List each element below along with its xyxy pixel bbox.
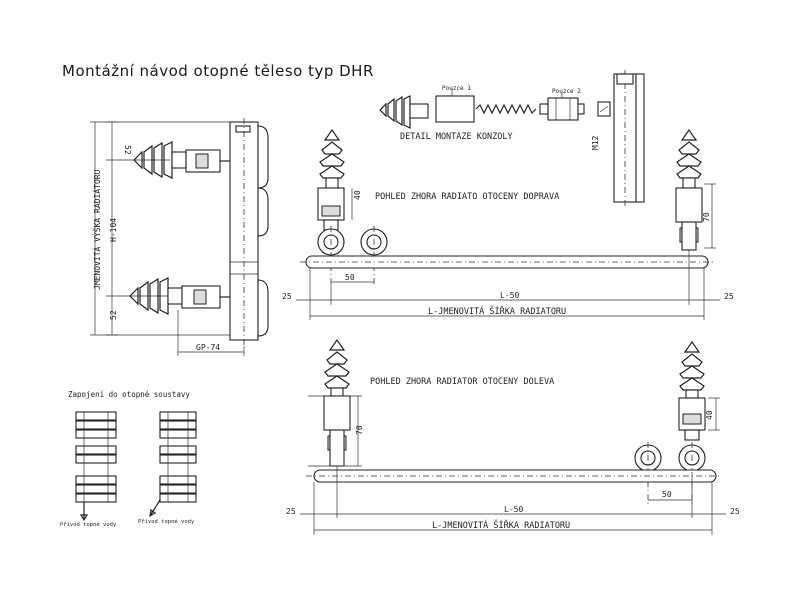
side-height-dim: H-104: [109, 218, 118, 242]
top-right-left-bracket: [317, 128, 345, 256]
radiator-column-section: [613, 70, 645, 206]
top-view-left: POHLED ZHORA RADIATOR OTOCENY DOLEVA 70: [286, 338, 740, 535]
page-title: Montážní návod otopné těleso typ DHR: [62, 62, 374, 80]
connection-scheme-right: [149, 411, 197, 518]
connection-caption: Zapojení do otopné soustavy: [68, 390, 190, 399]
top-right-dim-40: 40: [353, 190, 362, 200]
connection-scheme-left: [75, 411, 117, 522]
side-view: JMENOVITÁ VÝŠKA RADIÁTORU 52 H-104 52: [90, 118, 269, 356]
top-right-dim-25-right: 25: [724, 292, 734, 301]
detail-threaded-rod: [475, 103, 537, 115]
top-left-dim-40: 40: [705, 410, 714, 420]
detail-thread-label: M12: [591, 135, 600, 150]
detail-part2-label: Pouzce 2: [552, 88, 581, 95]
bracket-detail: Pouzce 1 Pouzce 2 DETAIL MONTAZE KONZOLY…: [379, 85, 611, 150]
detail-wall-dowel: [379, 95, 429, 129]
top-left-caption: POHLED ZHORA RADIATOR OTOCENY DOLEVA: [370, 377, 554, 387]
detail-sleeve-2: [539, 97, 585, 121]
side-top-bracket: [133, 141, 230, 179]
detail-sleeve-1: [435, 95, 475, 123]
side-bottom-dim: 52: [109, 310, 118, 320]
top-left-dim-70: 70: [355, 425, 364, 435]
top-left-dim-25-right: 25: [730, 507, 740, 516]
top-left-dim-25-left: 25: [286, 507, 296, 516]
side-depth-dim: GP-74: [196, 343, 220, 352]
connection-schemes: Zapojení do otopné soustavy Přívod topné…: [60, 390, 197, 528]
side-vertical-label: JMENOVITÁ VÝŠKA RADIÁTORU: [91, 169, 102, 290]
detail-caption: DETAIL MONTAZE KONZOLY: [400, 132, 513, 142]
top-right-right-bracket: [675, 128, 703, 251]
detail-part1-label: Pouzce 1: [442, 85, 471, 92]
top-right-width-label: L-JMENOVITÁ ŠÍŘKA RADIATORU: [428, 305, 566, 317]
top-right-caption: POHLED ZHORA RADIATO OTOCENY DOPRAVA: [375, 192, 559, 202]
top-right-dim-25-left: 25: [282, 292, 292, 301]
top-right-dim-50: 50: [345, 273, 355, 282]
connection-inlet-label: Přívod topné vody: [60, 521, 117, 528]
side-bottom-bracket: [129, 277, 230, 315]
top-right-dim-70: 70: [702, 212, 711, 222]
side-top-dim: 52: [123, 145, 132, 155]
top-left-dim-L50: L-50: [504, 505, 523, 514]
top-left-width-label: L-JMENOVITÁ ŠÍŘKA RADIATORU: [432, 519, 570, 531]
connection-outlet-label: Přívod topné vody: [138, 518, 195, 525]
top-right-dim-L50: L-50: [500, 291, 519, 300]
top-view-right: POHLED ZHORA RADIATO OTOCENY DOPRAVA 40: [282, 128, 734, 320]
top-left-dim-50: 50: [662, 490, 672, 499]
top-left-left-bracket: [323, 338, 351, 467]
